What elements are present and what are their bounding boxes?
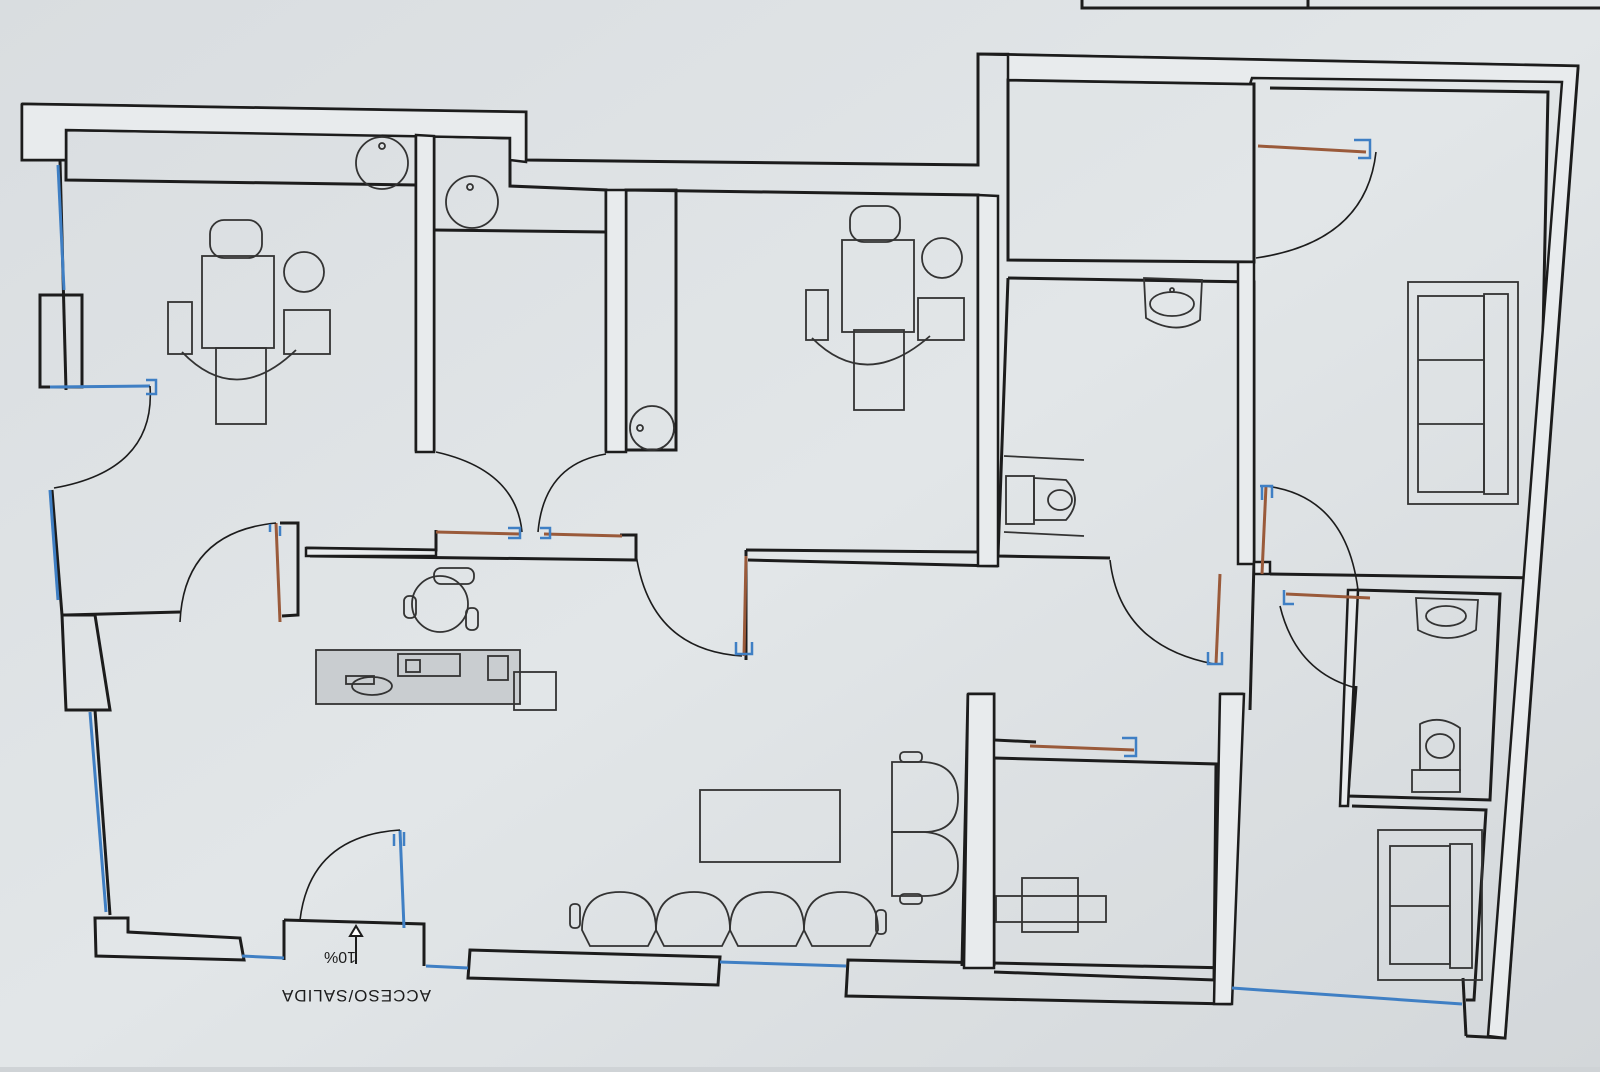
sink-circle-icon xyxy=(445,175,499,229)
sofa-icon xyxy=(1377,829,1483,981)
window-left-top xyxy=(56,164,66,291)
office-desk-icon xyxy=(995,877,1107,933)
title-block-fragment xyxy=(1080,0,1600,10)
windows xyxy=(48,164,1463,1006)
dental-chair-icon xyxy=(167,219,331,425)
entrance-label: ACCESO/SALIDA xyxy=(281,986,431,1005)
door-reception xyxy=(179,522,282,623)
washbasin-icon xyxy=(1143,277,1203,329)
window-bottom-1 xyxy=(241,954,285,960)
door-consult2-south xyxy=(635,553,754,657)
door-storage xyxy=(435,451,523,540)
sofa-icon xyxy=(1407,281,1519,505)
doors xyxy=(49,138,1377,929)
waiting-chairs-icon xyxy=(891,751,959,905)
sink-circle-icon xyxy=(355,136,409,190)
toilet-icon xyxy=(1003,455,1085,537)
dental-chair-icon xyxy=(805,205,965,411)
wall-fills xyxy=(20,52,1580,1040)
window-bottom-2 xyxy=(425,964,469,970)
window-left-mid xyxy=(48,489,60,601)
door-office xyxy=(1029,736,1138,758)
washbasin-icon xyxy=(1415,597,1479,639)
door-consult2 xyxy=(537,453,623,540)
door-accessible-wc xyxy=(1109,559,1224,666)
reception-desk-icon xyxy=(315,567,557,711)
window-bottom-4 xyxy=(1231,986,1463,1006)
door-consult1-entry xyxy=(49,378,158,489)
waiting-chairs-icon xyxy=(569,891,887,947)
door-wc2 xyxy=(1279,590,1371,689)
furniture xyxy=(167,136,1519,981)
door-top-right-room xyxy=(1255,138,1377,259)
waiting-table-icon xyxy=(699,789,841,863)
window-bottom-3 xyxy=(719,960,847,968)
door-entrance xyxy=(299,829,406,929)
ramp-arrow-icon xyxy=(348,924,364,964)
door-lounge xyxy=(1260,484,1359,591)
ramp-slope-label: 10% xyxy=(324,948,356,965)
window-left-bottom xyxy=(88,711,108,913)
sink-circle-icon xyxy=(629,405,675,451)
toilet-icon xyxy=(1411,718,1461,793)
